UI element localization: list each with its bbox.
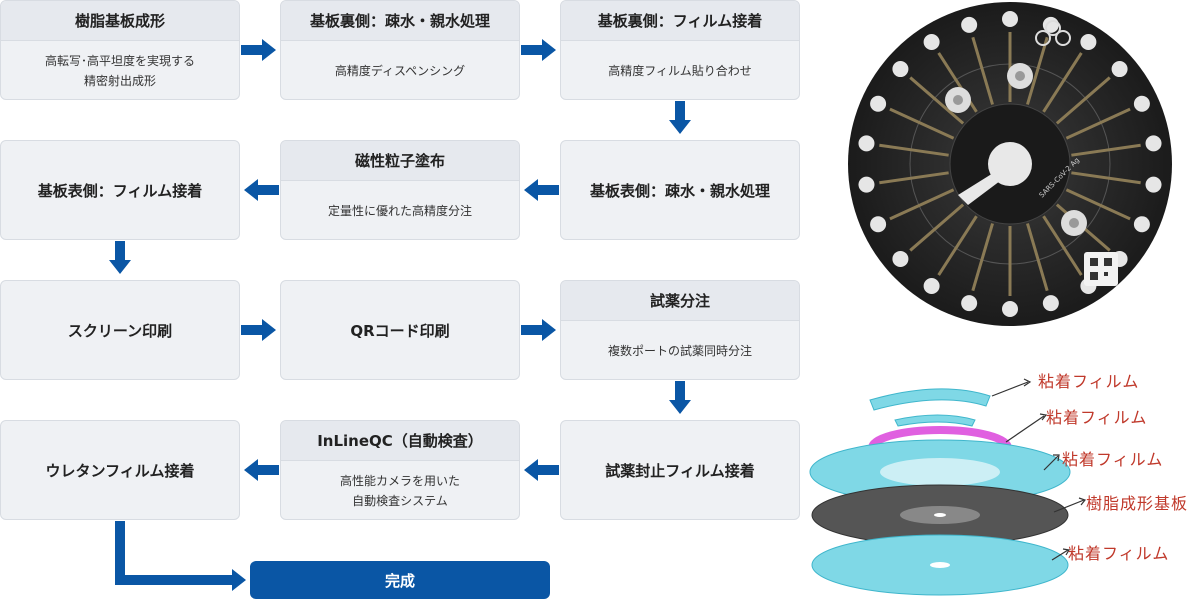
- chip-disc-photo: SARS-CoV-2 Ag: [838, 0, 1200, 330]
- label-resin-substrate: 樹脂成形基板: [1086, 490, 1188, 514]
- arrow-left-icon: [524, 179, 559, 201]
- arrow-left-icon: [244, 179, 279, 201]
- film-layer-bottom: [812, 535, 1068, 595]
- label-adhesive-film-3: 粘着フィルム: [1062, 446, 1163, 470]
- arrow-down-icon: [669, 101, 691, 134]
- arrow-right-icon: [521, 319, 556, 341]
- label-adhesive-film-4: 粘着フィルム: [1068, 540, 1169, 564]
- exploded-view: [800, 360, 1200, 600]
- arrow-right-icon: [241, 319, 276, 341]
- qr-code-icon: [1084, 252, 1118, 286]
- arrow-left-icon: [244, 459, 279, 481]
- arrow-down-icon: [109, 241, 131, 274]
- flow-arrows: [0, 0, 800, 600]
- arrow-right-icon: [241, 39, 276, 61]
- label-adhesive-film-2: 粘着フィルム: [1046, 404, 1147, 428]
- label-adhesive-film-1: 粘着フィルム: [1038, 368, 1139, 392]
- arrow-elbow-icon: [115, 521, 246, 591]
- arrow-down-icon: [669, 381, 691, 414]
- film-layer-top: [870, 389, 990, 426]
- arrow-left-icon: [524, 459, 559, 481]
- arrow-right-icon: [521, 39, 556, 61]
